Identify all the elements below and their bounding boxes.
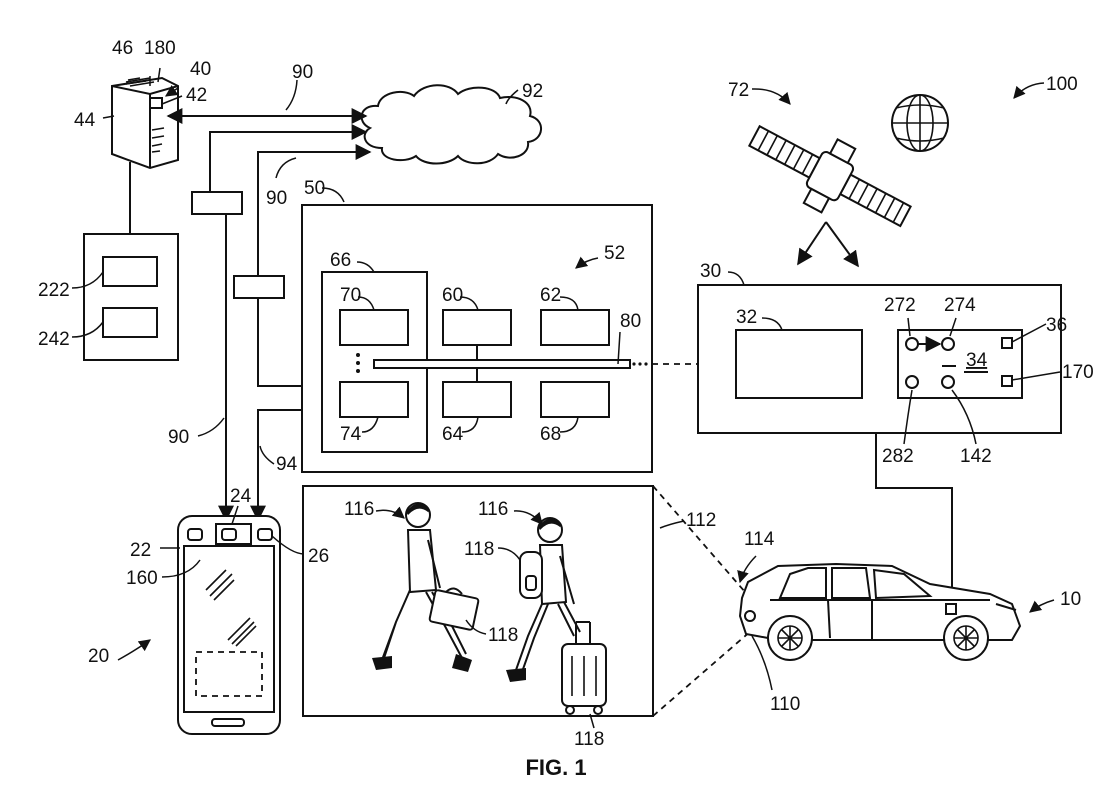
label-160: 160 (126, 568, 158, 589)
unit-70-box (339, 309, 409, 346)
label-100: 100 (1046, 74, 1078, 95)
label-70: 70 (340, 285, 361, 306)
cloud-92 (360, 84, 542, 165)
satellite-icon (747, 124, 912, 268)
link-box-lower (233, 275, 285, 299)
label-46: 46 (112, 38, 133, 59)
label-92: 92 (522, 81, 543, 102)
label-36: 36 (1046, 315, 1067, 336)
unit-64-box (442, 381, 512, 418)
label-114: 114 (744, 529, 775, 550)
label-118-backpack: 118 (464, 539, 494, 560)
label-22: 22 (130, 540, 151, 561)
unit-74-box (339, 381, 409, 418)
unit-60-box (442, 309, 512, 346)
label-142: 142 (960, 446, 992, 467)
label-118-briefcase: 118 (488, 625, 518, 646)
label-90-mid: 90 (266, 188, 287, 209)
label-40: 40 (190, 59, 211, 80)
label-112: 112 (686, 510, 716, 531)
label-180: 180 (144, 38, 176, 59)
label-62: 62 (540, 285, 561, 306)
label-222: 222 (38, 280, 70, 301)
label-42: 42 (186, 85, 207, 106)
label-26: 26 (308, 546, 329, 567)
label-90-left: 90 (168, 427, 189, 448)
figure-caption: FIG. 1 (525, 755, 586, 780)
mobile-device-20 (177, 515, 281, 735)
label-34: 34 (966, 350, 988, 371)
label-20: 20 (88, 646, 109, 667)
label-60: 60 (442, 285, 463, 306)
globe-icon (891, 94, 949, 152)
storage-222-box (102, 256, 158, 287)
label-272: 272 (884, 295, 916, 316)
label-24: 24 (230, 486, 252, 507)
leader-lines (71, 67, 1061, 729)
unit-62-box (540, 309, 610, 346)
label-116-left: 116 (344, 499, 374, 520)
label-72: 72 (728, 80, 749, 101)
label-170: 170 (1062, 362, 1094, 383)
label-68: 68 (540, 424, 561, 445)
label-116-right: 116 (478, 499, 508, 520)
label-32: 32 (736, 307, 757, 328)
label-64: 64 (442, 424, 464, 445)
label-94: 94 (276, 454, 298, 475)
unit-68-box (540, 381, 610, 418)
label-50: 50 (304, 178, 325, 199)
person-116-left (372, 502, 480, 672)
label-110: 110 (770, 694, 800, 715)
label-66: 66 (330, 250, 351, 271)
link-box-upper (191, 191, 243, 215)
label-274: 274 (944, 295, 976, 316)
label-242: 242 (38, 329, 70, 350)
label-10: 10 (1060, 589, 1081, 610)
vehicle-10 (738, 562, 1022, 661)
label-30: 30 (700, 261, 721, 282)
storage-block (83, 233, 179, 361)
controller-display-32 (735, 329, 863, 399)
label-118-suitcase: 118 (574, 729, 604, 750)
label-282: 282 (882, 446, 914, 467)
reference-labels: 10 20 22 24 26 30 32 34 36 40 42 44 46 5… (38, 38, 1094, 750)
label-80: 80 (620, 311, 641, 332)
label-74: 74 (340, 424, 362, 445)
label-90-top: 90 (292, 62, 313, 83)
storage-242-box (102, 307, 158, 338)
bus-80 (373, 359, 631, 369)
person-116-right (506, 517, 607, 715)
label-44: 44 (74, 110, 96, 131)
label-52: 52 (604, 243, 625, 264)
server-40 (111, 76, 179, 170)
